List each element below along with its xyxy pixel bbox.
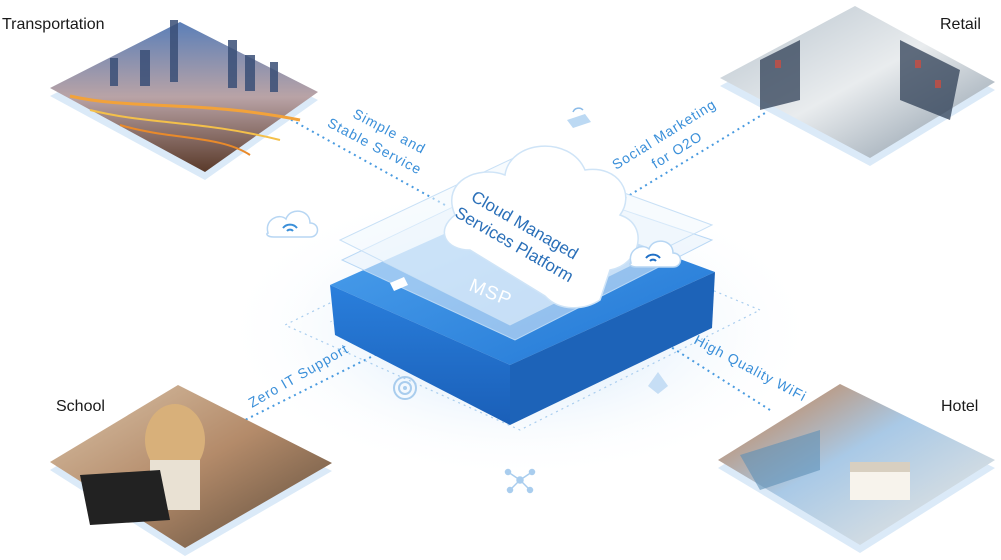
connector-school — [234, 349, 386, 426]
scene-label-school: School — [56, 398, 105, 415]
ground-grid — [283, 209, 762, 431]
transportation-photo — [50, 20, 318, 180]
platform-side-left — [330, 285, 510, 425]
wifi-cloud-icon — [629, 240, 682, 268]
scene-label-hotel: Hotel — [941, 398, 979, 415]
connector-lines — [234, 107, 771, 426]
platform-side-right — [510, 272, 715, 425]
msp-platform — [330, 145, 715, 425]
retail-photo — [720, 6, 995, 166]
hotel-photo — [718, 384, 995, 553]
school-photo — [50, 385, 332, 556]
target-icon — [393, 376, 417, 400]
router-icon — [567, 107, 591, 128]
label-retail-link: Social Marketing for O2O — [609, 96, 719, 173]
wifi-cloud-icon — [266, 210, 319, 238]
connector-hotel — [659, 339, 771, 411]
scene-label-transportation: Transportation — [2, 16, 105, 33]
label-transportation-link: Simple and Stable Service — [325, 105, 428, 177]
building-icon — [648, 372, 668, 394]
cloud-shape — [443, 145, 639, 309]
router-icon — [390, 277, 408, 291]
network-nodes-icon — [504, 468, 536, 494]
connector-retail — [604, 109, 771, 211]
scene-label-retail: Retail — [940, 16, 981, 33]
